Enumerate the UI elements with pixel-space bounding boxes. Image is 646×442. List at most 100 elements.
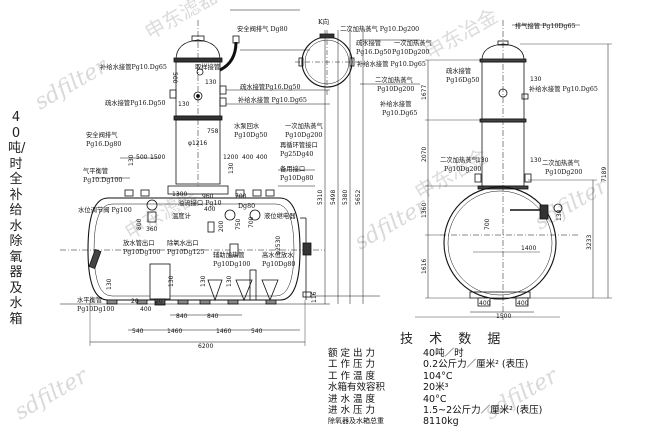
label-side-secondary-steam-left: 二次加热蒸气 [440,155,478,164]
tech-key: 额定出力 [328,348,379,359]
tech-value: 8110kg [423,416,459,428]
label-spare-port: 备用接口 [280,164,305,173]
label-k-makeup-water: 补给水接管 Pg10.Dg65 [357,59,426,68]
dim-360: 360 [146,226,158,233]
label-pump-return-spec: Pg10Dg50 [234,132,267,139]
dim-130: 130 [178,101,190,108]
tech-key: 水箱有效容积 [328,382,386,394]
dim-130: 130 [530,157,542,164]
dim-1500: 1500 [496,313,511,320]
tech-row-rated-output: 额定出力 40吨／时 [328,348,542,359]
storage-tank [60,9,380,346]
label-gas-balance: 气平衡管 [83,166,108,175]
dim-400: 400 [204,206,216,213]
deaerator-head [167,20,240,195]
label-k-secondary-steam: 二次加热蒸气 Pg10.Dg200 [340,24,419,33]
label-side-drain: 疏水接管 [446,66,471,75]
dim-130: 130 [128,154,135,166]
label-recirculation-spec: Pg25Dg40 [280,151,313,158]
drawing-title: 40吨/时全补给水除氧器及水箱 [8,110,26,327]
dim-700: 700 [235,193,247,200]
label-makeup-water-pipe: 补给水接管Pg10.Dg65 [100,62,167,71]
dim-1360: 1360 [421,203,428,218]
dim-130: 130 [205,79,217,86]
dim-1616: 1616 [421,259,428,274]
tech-row-inlet-temperature: 进水温度 40°C [328,394,542,405]
tech-key: 工作温度 [328,370,379,382]
label-deaerated-water-outlet: 除氧水出口 [167,238,198,247]
dim-130: 130 [556,209,563,221]
dim-130: 130 [168,275,175,287]
tech-value: 20米³ [423,382,449,394]
dim-3233: 3233 [586,235,593,250]
label-pump-return: 水泵回水 [234,121,260,130]
dim-500: 500 [171,72,178,84]
dim-5652: 5652 [355,190,362,205]
label-k-secondary-steam-2: 二次加热蒸气 [375,75,413,84]
dim-5310: 5310 [317,190,324,205]
tech-key: 工作压力 [328,359,379,371]
label-k-primary-steam-spec: Pg10Dg200 [392,49,429,56]
dim-7189: 7189 [601,167,608,182]
label-k-drain: 疏水接管 [356,38,381,47]
dim-700: 700 [484,218,491,230]
tech-data-table: 额定出力 40吨／时 工作压力 0.2公斤力／厘米² (表压) 工作温度 104… [328,348,542,428]
label-k-primary-steam: 一次加热蒸气 [394,38,432,47]
dim-130: 130 [200,275,207,287]
dim-130: 130 [228,162,235,174]
dim-2070: 2070 [421,147,428,162]
label-tank-safety-valve: 安全阀排气 [86,130,118,139]
tech-value: 0.2公斤力／厘米² (表压) [423,359,529,371]
dim-130: 130 [106,278,113,290]
side-view [415,20,612,320]
label-vent-pipe: 排气接管 Pg10Dg65 [515,21,576,30]
label-water-balance-spec: Pg10Dg100 [77,306,114,313]
dim-6200: 6200 [198,343,213,350]
dim-diameter-1216: φ1216 [188,140,207,147]
label-drain-pipe-left: 疏水接管Pg16.Dg50 [105,98,166,107]
dim-200: 200 [218,220,225,232]
label-side-secondary-steam-right: 二次加热蒸气 [542,158,580,167]
dim-960: 960 [202,193,214,200]
tech-data-title: 技 术 数 据 [400,332,507,347]
tech-row-tank-volume: 水箱有效容积 20米³ [328,382,542,393]
label-spare-port-spec: Pg10Dg80 [280,175,313,182]
dim-1400: 1400 [521,245,536,252]
dim-700: 700 [248,216,255,228]
dim-400: 400 [140,306,152,313]
tech-row-inlet-pressure: 进水压力 1.5~2公斤力／厘米² (表压) [328,405,542,416]
tech-value: 40吨／时 [423,348,464,359]
dim-840: 840 [207,313,219,320]
k-view-title: K向 [318,17,329,26]
dim-400: 400 [517,300,529,307]
tech-row-working-pressure: 工作压力 0.2公斤力／厘米² (表压) [328,359,542,370]
label-k-secondary-steam-2-spec: Pg10Dg200 [377,86,414,93]
label-makeup-water-pipe-right: 补给水接管 Pg10.Dg65 [238,95,307,104]
tech-value: 1.5~2公斤力／厘米² (表压) [423,404,543,416]
label-water-balance: 水平衡管 [77,295,102,304]
dim-diameter-2530: φ2530 [275,236,282,255]
label-auxiliary-heating: 辅助加热管 [213,250,244,259]
k-view [295,30,420,95]
label-thermometer: 温度计 [172,211,192,220]
tech-key: 进水压力 [328,404,379,416]
label-overflow: 溢流接口 Pg10 [178,198,221,207]
dim-20: 20 [131,298,139,305]
dim-5380: 5380 [342,190,349,205]
label-high-level-drain: 高水位放水 [262,250,294,259]
label-auxiliary-heating-spec: Pg10Dg100 [213,261,250,268]
label-safety-valve-exhaust: 安全阀排气 Dg80 [237,24,288,33]
dim-116: 116 [311,291,318,303]
label-side-secondary-steam-left-spec: Pg10Dg200 [444,166,481,173]
label-drain-outlet-spec: Pg10Dg100 [123,249,160,256]
dim-130: 130 [477,157,489,164]
label-primary-steam: 一次加热蒸气 [285,121,323,130]
label-k-makeup-water-2-spec: Pg10.Dg65 [382,110,417,117]
label-k-drain-spec: Pg16.Dg50 [356,49,391,56]
label-level-control-valve: 水位调节阀 Pg100 [78,205,132,214]
label-primary-steam-spec: Pg10Dg200 [285,132,322,139]
label-recirculation: 再循环管接口 [280,140,318,149]
dim-400: 400 [242,154,254,161]
dim-1460: 1460 [216,328,231,335]
